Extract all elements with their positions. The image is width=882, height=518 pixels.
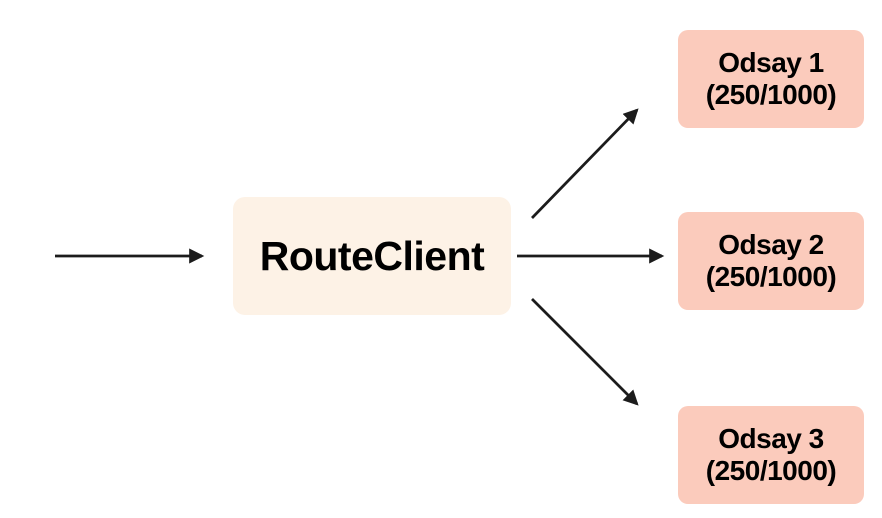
node-odsay-1: Odsay 1 (250/1000) — [678, 30, 864, 128]
arrow-to-odsay-3 — [531, 298, 639, 406]
node-routeclient: RouteClient — [233, 197, 511, 315]
node-odsay-3-label: Odsay 3 — [718, 422, 824, 454]
node-routeclient-label: RouteClient — [259, 232, 485, 279]
node-odsay-2: Odsay 2 (250/1000) — [678, 212, 864, 310]
arrow-to-odsay-1 — [531, 108, 639, 219]
node-odsay-3: Odsay 3 (250/1000) — [678, 406, 864, 504]
node-odsay-3-capacity: (250/1000) — [705, 455, 837, 486]
node-odsay-2-label: Odsay 2 — [718, 228, 824, 260]
node-odsay-2-capacity: (250/1000) — [705, 261, 837, 292]
node-odsay-1-capacity: (250/1000) — [705, 79, 837, 110]
node-odsay-1-label: Odsay 1 — [718, 46, 824, 78]
